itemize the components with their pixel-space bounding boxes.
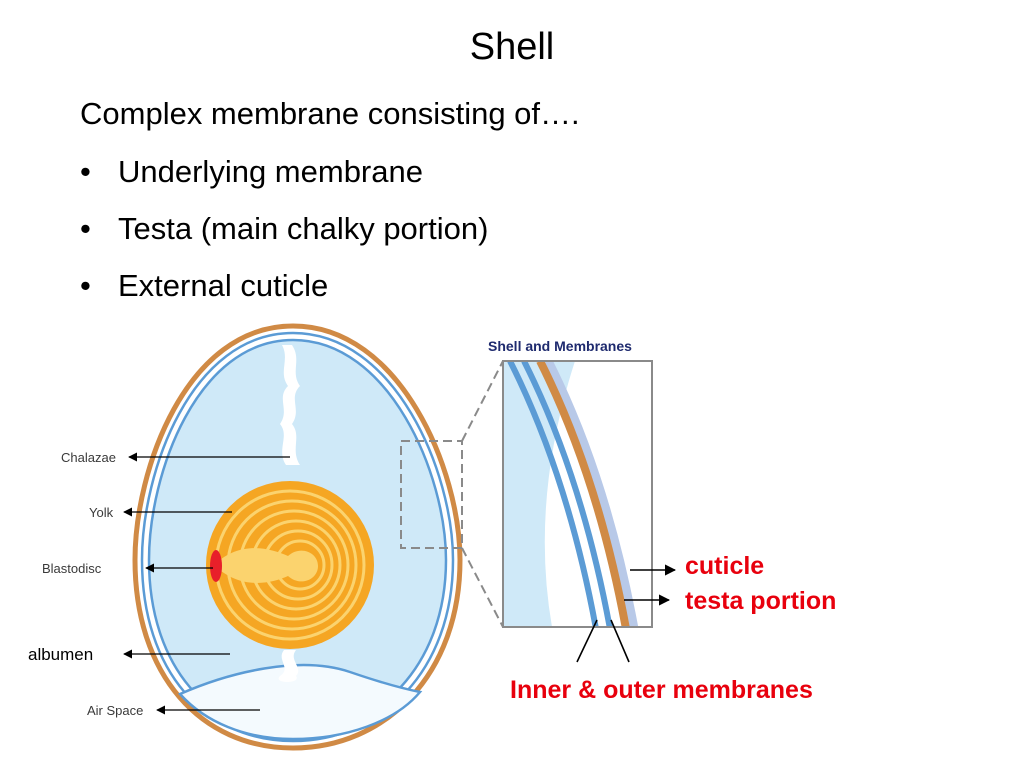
inset-frame	[502, 360, 653, 628]
latebra	[214, 548, 318, 583]
membranes-annotation: Inner & outer membranes	[510, 676, 813, 704]
inset-albumen	[503, 361, 575, 627]
zoom-connector-top	[461, 360, 504, 442]
chalazae-lower	[278, 650, 299, 682]
air-space-label: Air Space	[87, 703, 143, 718]
bullet-list: • Underlying membrane • Testa (main chalky…	[80, 150, 488, 321]
bullet-item: • Testa (main chalky portion)	[80, 207, 488, 264]
bullet-text: Testa (main chalky portion)	[118, 211, 489, 246]
chalazae-upper	[280, 345, 300, 465]
testa-annotation: testa portion	[685, 587, 836, 615]
inset-inner-membrane	[507, 361, 599, 627]
air-space	[177, 663, 423, 741]
bullet-text: External cuticle	[118, 268, 329, 303]
membranes-leader-outer	[610, 619, 630, 663]
intro-text: Complex membrane consisting of….	[80, 96, 580, 131]
blastodisc-label: Blastodisc	[42, 561, 102, 576]
egg-shell	[132, 323, 463, 751]
bullet-glyph: •	[80, 268, 91, 303]
zoom-connector-bottom	[461, 547, 504, 628]
bullet-glyph: •	[80, 154, 91, 189]
bullet-item: • Underlying membrane	[80, 150, 488, 207]
outer-membrane	[140, 331, 455, 743]
albumen-label: albumen	[28, 645, 93, 664]
bullet-item: • External cuticle	[80, 264, 488, 321]
membranes-leader-inner	[576, 619, 598, 663]
zoom-region	[400, 440, 463, 549]
inset-title: Shell and Membranes	[488, 338, 632, 354]
cuticle-annotation: cuticle	[685, 552, 764, 580]
yolk-label: Yolk	[89, 505, 114, 520]
bullet-glyph: •	[80, 211, 91, 246]
bullet-text: Underlying membrane	[118, 154, 423, 189]
inset-cross-section	[503, 361, 639, 627]
blastodisc	[210, 550, 222, 582]
slide-title: Shell	[469, 26, 555, 68]
chalazae-label: Chalazae	[61, 450, 116, 465]
inset-outer-membrane	[521, 361, 613, 627]
inset-testa	[536, 361, 630, 627]
